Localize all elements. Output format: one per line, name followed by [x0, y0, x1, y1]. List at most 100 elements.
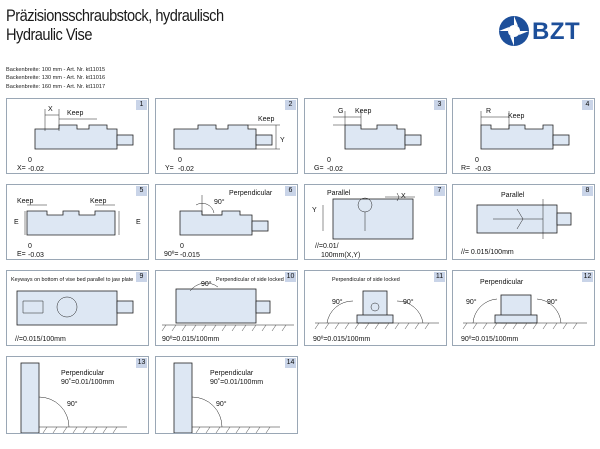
- vise-side-locked-diagram: [161, 282, 294, 332]
- label-x: X: [401, 193, 406, 200]
- article-line: Backenbreite: 160 mm - Art. Nr. kt11017: [6, 83, 106, 90]
- vise-side-diagram: [173, 124, 280, 150]
- label-perpendicular: Perpendicular: [61, 370, 105, 377]
- label-perpendicular: Perpendicular: [210, 370, 254, 377]
- tolerance-upper: 0: [475, 157, 479, 164]
- panel-14: 14 Perpendicular 90˚=0.01/100mm 90°: [155, 356, 298, 434]
- article-line: Backenbreite: 100 mm - Art. Nr. kt11015: [6, 67, 106, 73]
- panel-2: 2 Keep Y Y= 0 -0.02: [155, 98, 298, 174]
- tolerance-prefix: G=: [314, 165, 324, 172]
- tolerance-prefix: Y=: [165, 165, 174, 172]
- label-keep: Keep: [17, 198, 34, 205]
- label-keyways: Keyways on bottom of vise bed parallel t…: [11, 277, 134, 283]
- label-keep: Keep: [355, 108, 372, 115]
- page-title: Präzisionsschraubstock, hydraulisch Hydr…: [6, 6, 259, 44]
- label-keep: Keep: [508, 113, 525, 120]
- panel-number: 6: [285, 186, 296, 196]
- label-keep: Keep: [90, 198, 107, 205]
- vise-side-diagram: [333, 111, 422, 150]
- tolerance-upper: 0: [178, 157, 182, 164]
- vise-top-diagram: [322, 192, 415, 240]
- tolerance-value: 90º=0.015/100mm: [162, 336, 220, 343]
- tolerance-lower: -0.02: [178, 166, 194, 173]
- label-perpendicular-locked: Perpendicular of side locked: [216, 277, 284, 283]
- panel-number: 5: [136, 186, 147, 196]
- label-perpendicular: Perpendicular: [229, 190, 273, 197]
- panel-3: 3 G Keep G= 0 -0.02: [304, 98, 447, 174]
- label-x: X: [48, 106, 53, 113]
- label-parallel: Parallel: [501, 192, 525, 199]
- label-angle: 90°: [214, 199, 225, 206]
- label-perpendicular-locked: Perpendicular of side locked: [332, 277, 400, 283]
- label-parallel: Parallel: [327, 190, 351, 197]
- vise-side-diagram: [24, 204, 120, 236]
- tolerance-line: //=0.01/: [315, 243, 339, 250]
- panel-9: 9 Keyways on bottom of vise bed parallel…: [6, 270, 149, 346]
- panel-13: 13 Perpendicular 90˚=0.01/100mm 90°: [6, 356, 149, 434]
- panel-number: 8: [582, 186, 593, 196]
- label-angle: 90°: [216, 401, 227, 408]
- vise-end-diagram: [462, 294, 587, 330]
- logo-wordmark: BZT: [532, 18, 581, 45]
- bzt-logo: BZT: [497, 14, 593, 48]
- panel-6: 6 Perpendicular 90° 90º= 0 -0.015: [155, 184, 298, 260]
- article-numbers: Backenbreite: 100 mm - Art. Nr. kt11015 …: [6, 66, 105, 91]
- tolerance-upper: 0: [180, 243, 184, 250]
- panel-number: 3: [434, 100, 445, 110]
- tolerance-lower: -0.02: [327, 166, 343, 173]
- tolerance-upper: 0: [28, 243, 32, 250]
- panel-8: 8 Parallel //= 0.015/100mm: [452, 184, 595, 260]
- panel-number: 13: [136, 358, 147, 368]
- tolerance-upper: 0: [327, 157, 331, 164]
- vise-vertical-diagram: [20, 362, 127, 433]
- tolerance-prefix: R=: [461, 165, 471, 172]
- tolerance-value: 90º=0.015/100mm: [313, 336, 371, 343]
- vise-bottom-diagram: [16, 290, 134, 326]
- tolerance-value: //= 0.015/100mm: [461, 249, 514, 256]
- panel-11: 11 Perpendicular of side locked 90° 90° …: [304, 270, 447, 346]
- title-english: Hydraulic Vise: [6, 25, 92, 44]
- tolerance-prefix: X=: [17, 165, 26, 172]
- panel-number: 9: [136, 272, 147, 282]
- label-angle-right: 90°: [403, 299, 414, 306]
- vise-side-diagram: [34, 109, 134, 150]
- panel-number: 2: [285, 100, 296, 110]
- aperture-icon: [499, 16, 529, 46]
- tolerance-lower: -0.02: [28, 166, 44, 173]
- label-e: E: [14, 219, 19, 226]
- panel-12: 12 Perpendicular 90° 90° 90º=0.015/100mm: [452, 270, 595, 346]
- label-r: R: [486, 108, 492, 115]
- vise-side-diagram: [179, 195, 269, 236]
- tolerance-upper: 0: [28, 157, 32, 164]
- label-y: Y: [312, 207, 317, 214]
- label-e: E: [136, 219, 141, 226]
- label-perpendicular: Perpendicular: [480, 279, 524, 286]
- label-angle: 90°: [67, 401, 78, 408]
- vise-vertical-diagram: [173, 362, 280, 433]
- panel-1: 1 X Keep X= 0 -0.02: [6, 98, 149, 174]
- tolerance-line: 100mm(X,Y): [321, 252, 361, 259]
- label-angle: 90°: [201, 281, 212, 288]
- panel-number: 10: [285, 272, 296, 282]
- panel-5: 5 Keep Keep E E E= 0 -0.03: [6, 184, 149, 260]
- label-angle-left: 90°: [332, 299, 343, 306]
- label-angle-right: 90°: [547, 299, 558, 306]
- label-angle-left: 90°: [466, 299, 477, 306]
- label-keep: Keep: [258, 116, 275, 123]
- label-keep: Keep: [67, 110, 84, 117]
- tolerance-lower: -0.015: [180, 252, 200, 259]
- tolerance-lower: -0.03: [28, 252, 44, 259]
- title-german: Präzisionsschraubstock, hydraulisch: [6, 6, 224, 25]
- article-line: Backenbreite: 130 mm - Art. Nr. kt11016: [6, 75, 106, 82]
- panel-number: 12: [582, 272, 593, 282]
- vise-side-diagram: [480, 111, 570, 150]
- tolerance-prefix: 90º=: [164, 251, 179, 258]
- label-tolerance: 90˚=0.01/100mm: [61, 379, 115, 386]
- vise-end-diagram: [314, 290, 439, 330]
- panel-7: 7 Parallel X Y //=0.01/ 100mm(X,Y): [304, 184, 447, 260]
- label-g: G: [338, 108, 344, 115]
- panel-number: 7: [434, 186, 445, 196]
- panel-4: 4 R Keep R= 0 -0.03: [452, 98, 595, 174]
- panel-number: 14: [285, 358, 296, 368]
- panel-number: 4: [582, 100, 593, 110]
